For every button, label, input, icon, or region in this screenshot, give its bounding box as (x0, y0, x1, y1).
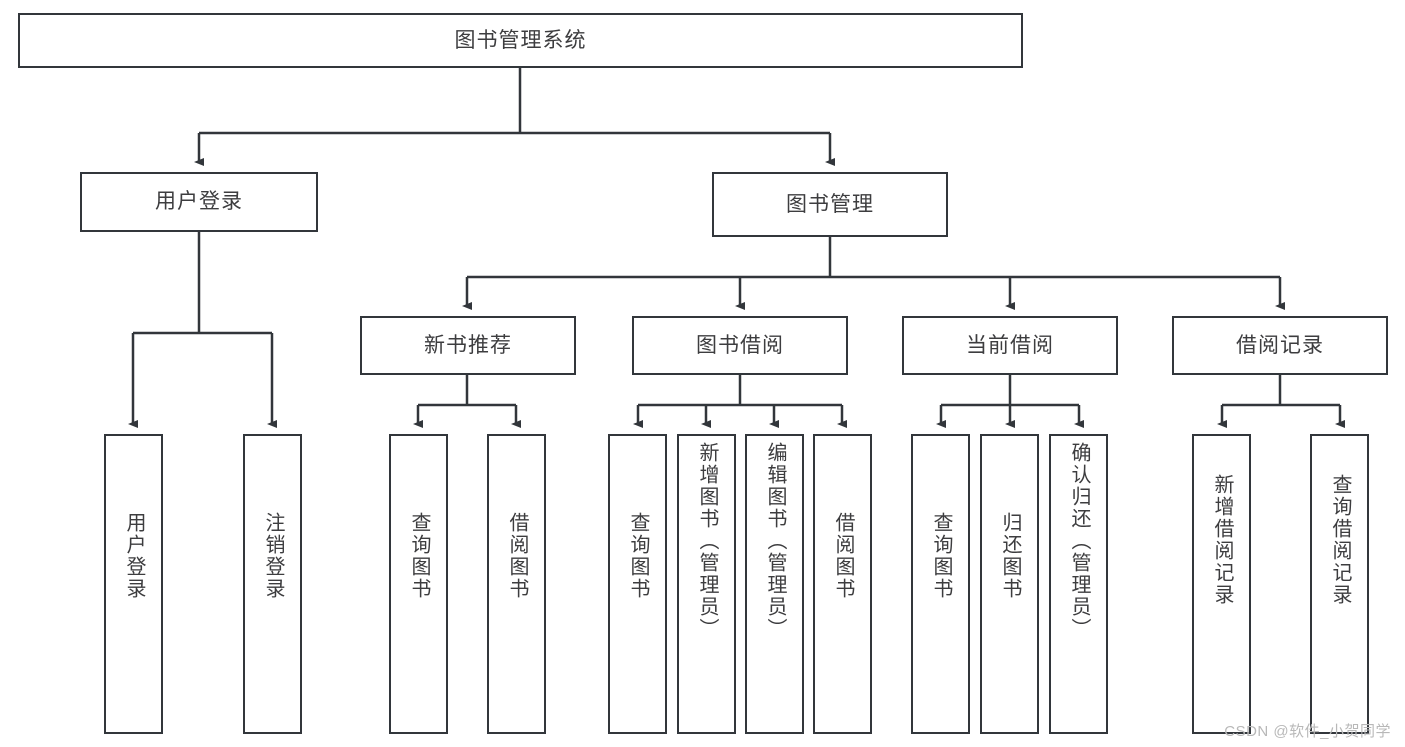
node-leaf-borrow-book-1[interactable]: 借阅图书 (487, 434, 546, 734)
node-leaf-query-book-3-label: 查询图书 (930, 512, 952, 600)
node-leaf-query-book-1-label: 查询图书 (408, 512, 430, 600)
node-leaf-query-record[interactable]: 查询借阅记录 (1310, 434, 1369, 734)
node-leaf-borrow-book-1-label: 借阅图书 (506, 512, 528, 600)
node-book-manage[interactable]: 图书管理 (712, 172, 948, 237)
node-leaf-confirm-return-label: 确认归还（管理员） (1068, 442, 1090, 640)
node-current-borrow-label: 当前借阅 (966, 333, 1054, 357)
node-new-book-rec-label: 新书推荐 (424, 333, 512, 357)
node-root-label: 图书管理系统 (454, 28, 587, 52)
node-leaf-logout[interactable]: 注销登录 (243, 434, 302, 734)
node-leaf-query-book-1[interactable]: 查询图书 (389, 434, 448, 734)
node-leaf-borrow-book-2[interactable]: 借阅图书 (813, 434, 872, 734)
node-leaf-add-book[interactable]: 新增图书（管理员） (677, 434, 736, 734)
node-leaf-query-book-3[interactable]: 查询图书 (911, 434, 970, 734)
node-book-borrow[interactable]: 图书借阅 (632, 316, 848, 375)
node-borrow-record[interactable]: 借阅记录 (1172, 316, 1388, 375)
node-leaf-query-book-2-label: 查询图书 (627, 512, 649, 600)
node-leaf-edit-book-label: 编辑图书（管理员） (764, 442, 786, 640)
node-leaf-edit-book[interactable]: 编辑图书（管理员） (745, 434, 804, 734)
node-book-manage-label: 图书管理 (786, 192, 874, 216)
node-user-login-label: 用户登录 (155, 190, 243, 214)
node-leaf-add-record-label: 新增借阅记录 (1211, 474, 1233, 606)
node-book-borrow-label: 图书借阅 (696, 333, 784, 357)
watermark-text: CSDN @软件_小贺同学 (1224, 723, 1391, 740)
node-leaf-confirm-return[interactable]: 确认归还（管理员） (1049, 434, 1108, 734)
node-leaf-borrow-book-2-label: 借阅图书 (832, 512, 854, 600)
node-leaf-return-book-label: 归还图书 (999, 512, 1021, 600)
node-leaf-query-book-2[interactable]: 查询图书 (608, 434, 667, 734)
node-new-book-rec[interactable]: 新书推荐 (360, 316, 576, 375)
node-leaf-user-login[interactable]: 用户登录 (104, 434, 163, 734)
node-leaf-query-record-label: 查询借阅记录 (1329, 474, 1351, 606)
node-leaf-return-book[interactable]: 归还图书 (980, 434, 1039, 734)
node-leaf-add-record[interactable]: 新增借阅记录 (1192, 434, 1251, 734)
node-user-login[interactable]: 用户登录 (80, 172, 318, 232)
node-leaf-logout-label: 注销登录 (262, 512, 284, 600)
node-current-borrow[interactable]: 当前借阅 (902, 316, 1118, 375)
node-borrow-record-label: 借阅记录 (1236, 333, 1324, 357)
node-root[interactable]: 图书管理系统 (18, 13, 1023, 68)
node-leaf-user-login-label: 用户登录 (123, 512, 145, 600)
node-leaf-add-book-label: 新增图书（管理员） (696, 442, 718, 640)
